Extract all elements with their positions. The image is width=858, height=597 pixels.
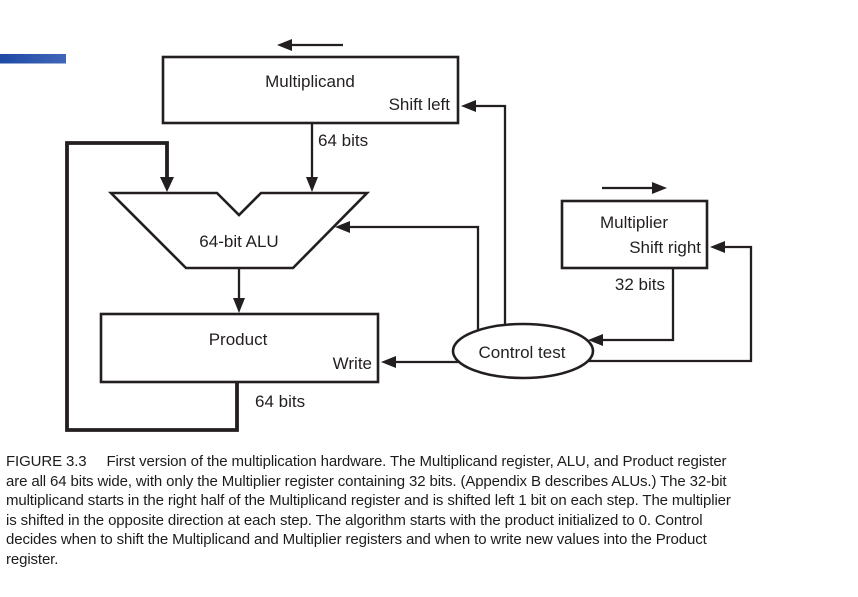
wire-control-to-alu <box>335 221 480 351</box>
multiplier-width-label: 32 bits <box>615 275 665 294</box>
wire-control-to-multiplier-shift-right <box>523 241 753 363</box>
figure-caption: FIGURE 3.3 First version of the multiplic… <box>6 452 854 569</box>
product-width-label: 64 bits <box>255 392 305 411</box>
wire-path <box>603 269 675 342</box>
shift-left-direction-arrow-icon <box>277 39 343 51</box>
product-label: Product <box>209 330 268 349</box>
arrowhead <box>160 177 174 192</box>
figure-number-label: FIGURE 3.3 <box>6 453 87 470</box>
control-test-label: Control test <box>479 343 566 362</box>
caption-line: are all 64 bits wide, with only the Mult… <box>6 472 727 490</box>
product-write-label: Write <box>333 354 372 373</box>
wire-multiplier-to-control <box>588 269 675 346</box>
arrowhead <box>335 221 350 233</box>
arrowhead <box>306 177 318 192</box>
wire-alu-to-product <box>233 269 245 313</box>
alu-shape <box>107 191 371 270</box>
multiplier-shift-right-label: Shift right <box>629 238 701 257</box>
arrowhead <box>461 100 476 112</box>
product-register-box <box>99 312 380 384</box>
arrowhead <box>710 241 725 253</box>
multiplicand-shift-left-label: Shift left <box>389 95 451 114</box>
wire-multiplicand-to-alu <box>306 124 318 192</box>
wire-product-feedback-to-alu <box>65 141 239 432</box>
accent-bar <box>0 54 66 64</box>
multiplicand-register-box <box>161 55 460 125</box>
caption-text: First version of the multiplication hard… <box>106 453 727 470</box>
shift-right-direction-arrow-icon <box>602 182 667 194</box>
caption-line: multiplicand starts in the right half of… <box>6 492 731 509</box>
wire-path <box>476 104 507 351</box>
arrowhead <box>381 356 396 368</box>
arrowhead <box>652 182 667 194</box>
caption-line: FIGURE 3.3 First version of the multiplic… <box>6 452 854 472</box>
multiplier-label: Multiplier <box>600 213 668 232</box>
multiplier-register-box <box>560 199 709 270</box>
alu-label: 64-bit ALU <box>199 232 278 251</box>
arrowhead <box>277 39 292 51</box>
wire-control-to-multiplicand-shift-left <box>461 100 507 351</box>
wire-path <box>350 225 480 351</box>
caption-line: is shifted in the opposite direction at … <box>6 511 703 529</box>
multiplicand-width-label: 64 bits <box>318 131 368 150</box>
wire-path <box>523 245 753 363</box>
arrowhead <box>588 334 603 346</box>
arrowhead <box>233 298 245 313</box>
wire-path <box>65 141 239 432</box>
caption-line: register. <box>6 550 59 568</box>
control-test-ellipse <box>451 322 595 380</box>
multiplicand-label: Multiplicand <box>265 72 355 91</box>
multiplication-hardware-diagram: Multiplicand Shift left 64 bits 64-bit A… <box>0 39 753 432</box>
caption-line: decides when to shift the Multiplicand a… <box>6 531 707 548</box>
